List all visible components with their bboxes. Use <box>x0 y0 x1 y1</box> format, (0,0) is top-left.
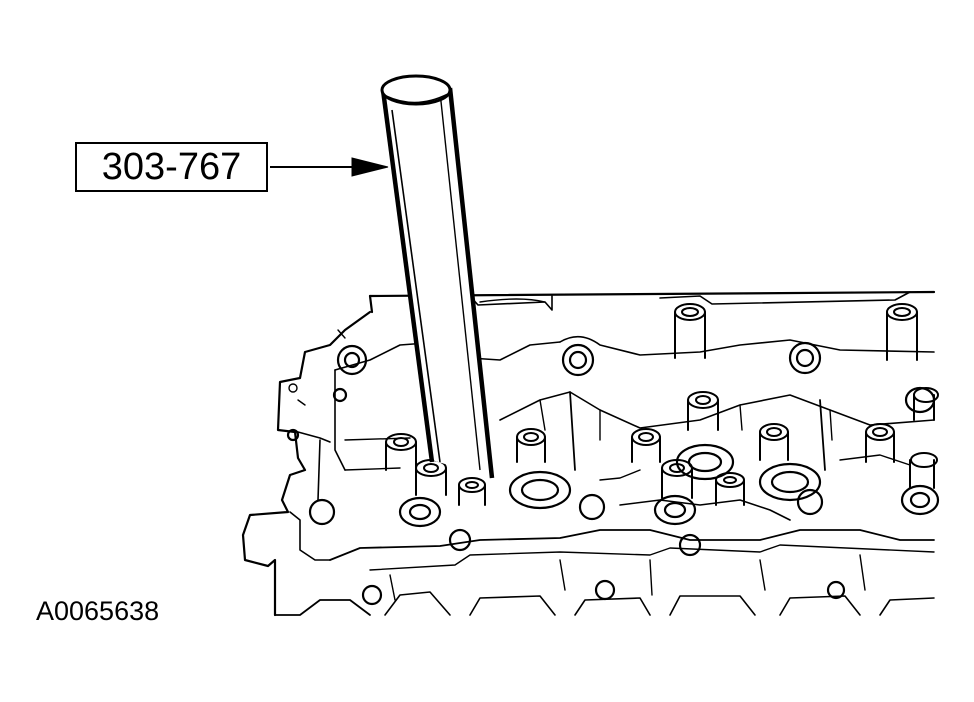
callout-box: 303-767 <box>75 142 268 192</box>
cylinder-head-drawing <box>241 290 940 617</box>
tool-part-number: 303-767 <box>101 145 242 188</box>
lifter-bosses <box>385 303 939 506</box>
bolt-hole-bosses <box>286 341 846 606</box>
special-tool-tube <box>380 74 495 479</box>
figure-id-label: A0065638 <box>36 596 160 626</box>
callout-leader-arrow <box>270 157 389 177</box>
